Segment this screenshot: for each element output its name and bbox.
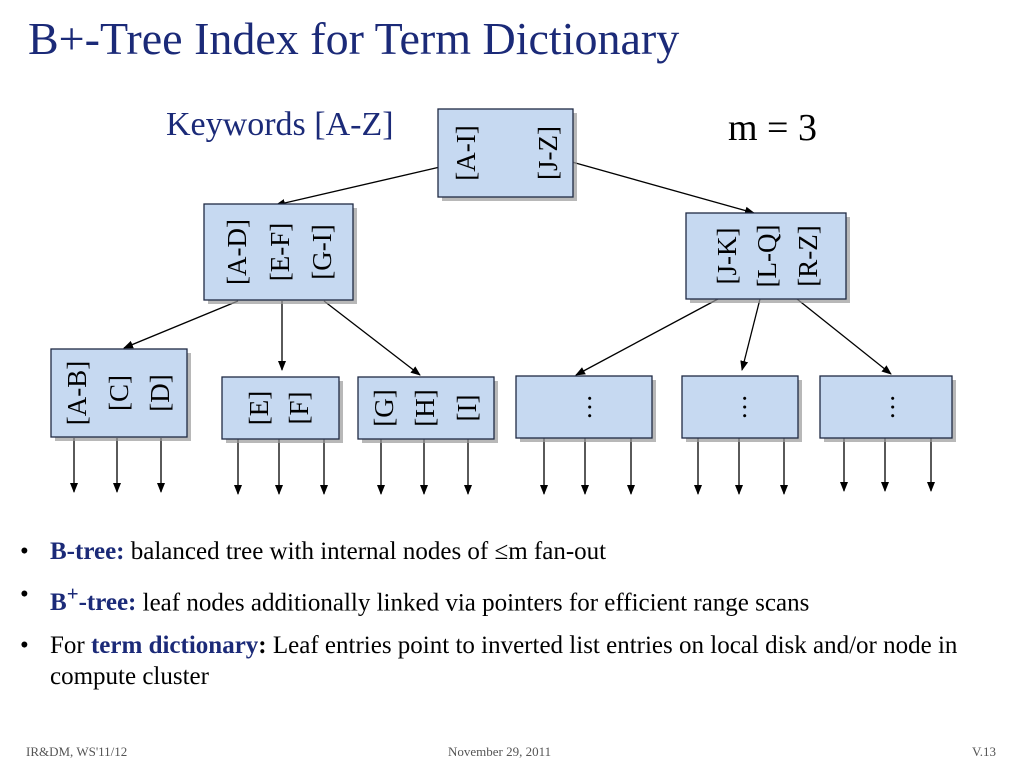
edge-right-leaf6 xyxy=(796,298,892,375)
leaf-2-key-2: [F] xyxy=(284,392,314,425)
leaf-node-3: [G] [H] [I] xyxy=(357,376,498,443)
edge-root-right xyxy=(571,161,755,215)
leaf-3-key-1: [G] xyxy=(369,389,399,426)
bullet-term-dictionary: For term dictionary: Leaf entries point … xyxy=(18,630,1008,692)
bullet-bplustree-text: leaf nodes additionally linked via point… xyxy=(136,589,810,617)
leaf-1-key-1: [A-B] xyxy=(62,361,92,425)
edge-left-leaf1 xyxy=(123,300,239,349)
edge-right-leaf5 xyxy=(740,298,761,371)
edge-root-left xyxy=(275,166,441,207)
bullet-term-dictionary-colon: : xyxy=(258,632,267,660)
footer-date: November 29, 2011 xyxy=(448,744,552,759)
bplus-tree-diagram: [A-I] [J-Z] [A-D] [E-F] [G-I] [J-K] [L-Q… xyxy=(50,108,956,495)
bullet-bplustree-term: B+-tree: xyxy=(50,582,137,617)
leaf-5-ellipsis: … xyxy=(723,394,752,420)
root-node: [A-I] [J-Z] xyxy=(437,108,577,201)
leaf-4-ellipsis: … xyxy=(568,394,597,420)
leaf-node-6: … xyxy=(819,375,956,442)
internal-right-key-1: [J-K] xyxy=(712,228,742,285)
tree-edges xyxy=(70,161,935,495)
bullet-btree: B-tree: balanced tree with internal node… xyxy=(18,536,1008,567)
bullet-btree-text: balanced tree with internal nodes of ≤m … xyxy=(124,538,607,565)
edge-right-leaf4 xyxy=(575,298,719,376)
slide-title: B+-Tree Index for Term Dictionary xyxy=(28,13,680,64)
internal-left-key-2: [E-F] xyxy=(265,223,295,281)
leaf-6-ellipsis: … xyxy=(871,394,900,420)
fanout-label: m = 3 xyxy=(728,107,817,149)
footer-slide-number: V.13 xyxy=(972,744,996,759)
leaf-node-4: … xyxy=(515,375,656,442)
edge-left-leaf3 xyxy=(323,300,421,376)
internal-left-key-3: [G-I] xyxy=(307,224,337,279)
bullet-term-dictionary-text: Leaf entries point to inverted list entr… xyxy=(50,632,958,691)
internal-node-right: [J-K] [L-Q] [R-Z] xyxy=(685,212,850,303)
leaf-node-1: [A-B] [C] [D] xyxy=(50,348,191,441)
keywords-label: Keywords [A-Z] xyxy=(166,106,394,143)
footer-course: IR&DM, WS'11/12 xyxy=(26,744,128,759)
root-key-2: [J-Z] xyxy=(533,126,563,180)
leaf-3-key-3: [I] xyxy=(452,395,482,422)
leaf-2-key-1: [E] xyxy=(244,391,274,425)
bullet-bplustree: B+-tree: leaf nodes additionally linked … xyxy=(18,579,1008,618)
leaf-node-5: … xyxy=(681,375,802,442)
leaf-3-key-2: [H] xyxy=(410,389,440,426)
bullet-btree-term: B-tree: xyxy=(50,538,125,565)
bullet-list: B-tree: balanced tree with internal node… xyxy=(18,536,1008,704)
leaf-1-key-3: [D] xyxy=(145,374,175,411)
internal-node-left: [A-D] [E-F] [G-I] xyxy=(203,203,357,304)
root-key-1: [A-I] xyxy=(451,125,481,180)
internal-right-key-2: [L-Q] xyxy=(752,225,782,288)
bullet-term-dictionary-term: term dictionary xyxy=(90,632,259,660)
internal-right-key-3: [R-Z] xyxy=(793,225,823,286)
leaf-1-key-2: [C] xyxy=(104,375,134,411)
internal-left-key-1: [A-D] xyxy=(222,219,252,285)
leaf-node-2: [E] [F] xyxy=(221,376,343,443)
bullet-term-dictionary-pre: For xyxy=(50,632,91,660)
